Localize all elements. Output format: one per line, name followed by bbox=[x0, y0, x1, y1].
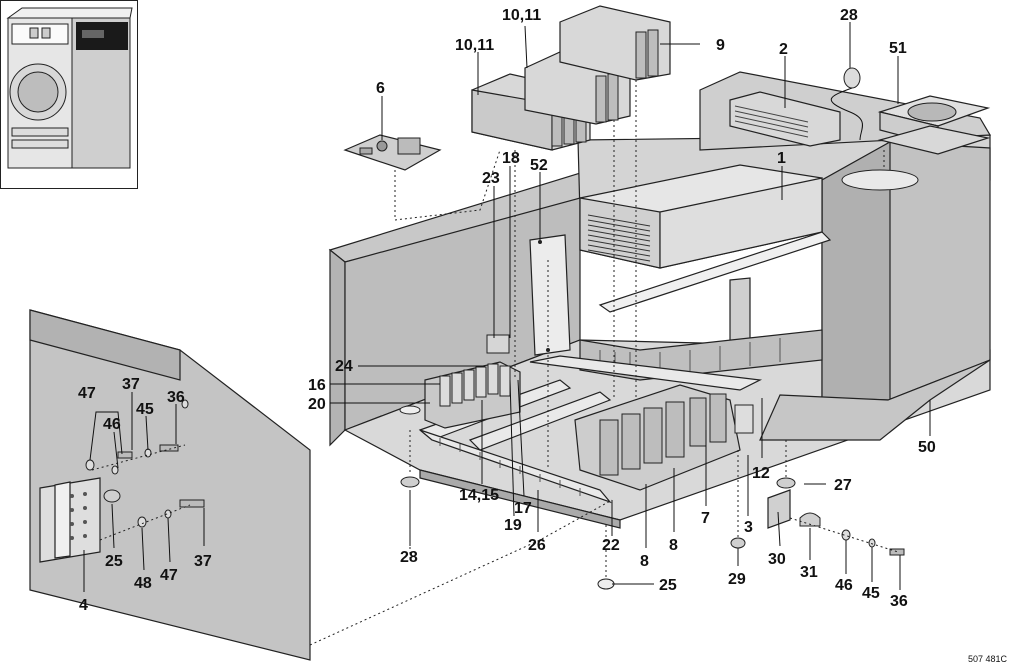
callout-8-right: 8 bbox=[669, 537, 678, 554]
callout-48: 48 bbox=[134, 575, 152, 592]
plug-25-bottom bbox=[597, 578, 615, 590]
grommet-29 bbox=[730, 537, 746, 549]
callout-28-bottom: 28 bbox=[400, 549, 418, 566]
ventilation-grille bbox=[587, 214, 651, 262]
terminal-block-group bbox=[399, 334, 521, 429]
callout-37-top: 37 bbox=[122, 376, 140, 393]
fasteners-left bbox=[85, 399, 205, 528]
callout-28-top: 28 bbox=[840, 7, 858, 24]
mounting-bracket-4 bbox=[39, 477, 101, 563]
callout-27: 27 bbox=[834, 477, 852, 494]
callout-9: 9 bbox=[716, 37, 725, 54]
callout-22: 22 bbox=[602, 537, 620, 554]
callout-10-11-left: 10,11 bbox=[455, 37, 494, 54]
bracket-30 bbox=[767, 489, 791, 529]
resistor-2 bbox=[729, 91, 841, 147]
callout-29: 29 bbox=[728, 571, 746, 588]
callout-12: 12 bbox=[752, 465, 770, 482]
callout-3: 3 bbox=[744, 519, 753, 536]
callout-23: 23 bbox=[482, 170, 500, 187]
callout-labels: 10,11 28 9 2 51 10,11 6 1 18 52 23 24 16… bbox=[78, 7, 936, 614]
callout-6: 6 bbox=[376, 80, 385, 97]
callout-47-bottom: 47 bbox=[160, 567, 178, 584]
callout-25-left: 25 bbox=[105, 553, 123, 570]
callout-25-bottom: 25 bbox=[659, 577, 677, 594]
callout-31: 31 bbox=[800, 564, 818, 581]
callout-7: 7 bbox=[701, 510, 710, 527]
callout-16: 16 bbox=[308, 377, 326, 394]
callout-8-left: 8 bbox=[640, 553, 649, 570]
callout-30: 30 bbox=[768, 551, 786, 568]
callout-36-left: 36 bbox=[167, 389, 185, 406]
callout-24: 24 bbox=[335, 358, 353, 375]
callout-1: 1 bbox=[777, 150, 786, 167]
callout-4: 4 bbox=[79, 597, 88, 614]
figure-reference: 507 481C bbox=[968, 654, 1008, 664]
callout-52: 52 bbox=[530, 157, 548, 174]
callout-37-bottom: 37 bbox=[194, 553, 212, 570]
temperature-sensor-28-top bbox=[830, 67, 863, 141]
callout-46-left: 46 bbox=[103, 416, 121, 433]
callout-10-11-top: 10,11 bbox=[502, 7, 541, 24]
callout-17: 17 bbox=[514, 500, 532, 517]
circuit-board-6 bbox=[343, 134, 442, 171]
callout-50: 50 bbox=[918, 439, 936, 456]
callout-45-left: 45 bbox=[136, 401, 154, 418]
callout-19: 19 bbox=[504, 517, 522, 534]
callout-45-bottom: 45 bbox=[862, 585, 880, 602]
callout-51: 51 bbox=[889, 40, 907, 57]
callout-14-15: 14,15 bbox=[459, 487, 499, 504]
fasteners-right bbox=[841, 529, 905, 556]
assembly-lines bbox=[91, 80, 899, 646]
callout-18: 18 bbox=[502, 150, 520, 167]
contactor-group bbox=[574, 384, 754, 491]
callout-46-bottom: 46 bbox=[835, 577, 853, 594]
callout-36-bottom: 36 bbox=[890, 593, 908, 610]
callout-47-left: 47 bbox=[78, 385, 96, 402]
callout-26: 26 bbox=[528, 537, 546, 554]
callout-20: 20 bbox=[308, 396, 326, 413]
relay-block-9 bbox=[559, 5, 671, 81]
grommet-27 bbox=[776, 477, 796, 489]
callout-2: 2 bbox=[779, 41, 788, 58]
side-panel bbox=[29, 309, 311, 661]
leader-lines bbox=[83, 22, 931, 592]
fan-51 bbox=[877, 95, 991, 155]
grommet-28-bottom bbox=[400, 476, 420, 488]
machine-thumbnail bbox=[0, 0, 138, 189]
